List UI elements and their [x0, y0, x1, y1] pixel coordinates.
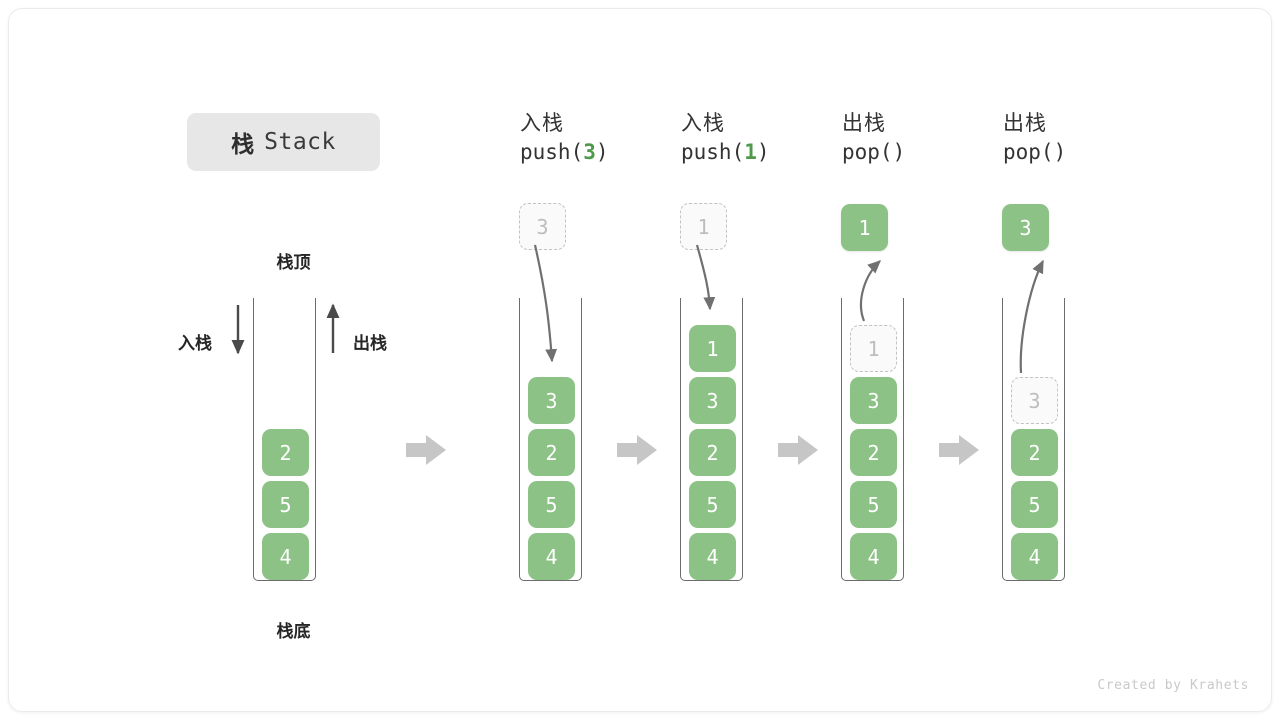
code-suffix: ) [892, 140, 906, 164]
code-prefix: pop( [842, 140, 893, 164]
code-prefix: push( [520, 140, 584, 164]
column-header-code: pop() [842, 137, 905, 167]
stack-cell: 5 [262, 481, 309, 528]
column-header-cn: 入栈 [681, 111, 725, 135]
stack-cell: 5 [1011, 481, 1058, 528]
stack-cell: 2 [262, 429, 309, 476]
stack-cell: 5 [689, 481, 736, 528]
column-header-code: push(1) [681, 137, 770, 167]
stack-cell: 4 [689, 533, 736, 580]
column-header-code: pop() [1003, 137, 1066, 167]
stack-cell: 2 [850, 429, 897, 476]
step-arrow-3 [778, 435, 818, 465]
column-header-pop-1: 出栈 pop() [842, 109, 905, 167]
stack-cell: 4 [262, 533, 309, 580]
code-suffix: ) [756, 140, 770, 164]
diagram-title-cn: 栈 [231, 132, 256, 158]
code-suffix: ) [595, 140, 609, 164]
stack-cell: 4 [528, 533, 575, 580]
stack-cell: 3 [528, 377, 575, 424]
stack-vessel-initial: 2 5 4 [253, 298, 316, 581]
stack-cell: 2 [1011, 429, 1058, 476]
removed-ghost-cell: 3 [1011, 377, 1058, 424]
stack-cell: 3 [850, 377, 897, 424]
column-header-code: push(3) [520, 137, 609, 167]
diagram-title-pill: 栈 Stack [187, 113, 380, 171]
step-arrow-2 [617, 435, 657, 465]
stack-vessel-push-1: 1 3 2 5 4 [680, 298, 743, 581]
stack-vessel-pop-1: 1 3 2 5 4 [841, 298, 904, 581]
stack-cell: 2 [689, 429, 736, 476]
code-suffix: ) [1053, 140, 1067, 164]
incoming-ghost-cell: 3 [519, 203, 566, 250]
column-header-cn: 出栈 [1003, 111, 1047, 135]
column-header-pop-3: 出栈 pop() [1003, 109, 1066, 167]
column-header-push-3: 入栈 push(3) [520, 109, 609, 167]
stack-cell: 1 [689, 325, 736, 372]
column-header-cn: 入栈 [520, 111, 564, 135]
push-direction-label: 入栈 [178, 334, 212, 354]
stack-cell: 5 [850, 481, 897, 528]
diagram-title-en: Stack [264, 129, 336, 155]
stack-top-label: 栈顶 [276, 253, 311, 273]
column-header-cn: 出栈 [842, 111, 886, 135]
credit-text: Created by Krahets [1097, 678, 1249, 693]
incoming-ghost-cell: 1 [680, 203, 727, 250]
code-prefix: pop( [1003, 140, 1054, 164]
code-arg: 3 [583, 140, 596, 164]
code-prefix: push( [681, 140, 745, 164]
step-arrow-4 [939, 435, 979, 465]
pop-direction-label: 出栈 [353, 334, 387, 354]
stack-bottom-label: 栈底 [276, 622, 311, 642]
stack-cell: 2 [528, 429, 575, 476]
stack-cell: 4 [1011, 533, 1058, 580]
removed-ghost-cell: 1 [850, 325, 897, 372]
step-arrow-1 [406, 435, 446, 465]
popped-cell: 3 [1002, 204, 1049, 251]
stack-cell: 3 [689, 377, 736, 424]
diagram-canvas: 栈 Stack 栈顶 栈底 入栈 出栈 入栈 push(3) 入栈 push(1… [8, 8, 1272, 712]
stack-vessel-push-3: 3 2 5 4 [519, 298, 582, 581]
stack-vessel-pop-3: 3 2 5 4 [1002, 298, 1065, 581]
stack-cell: 5 [528, 481, 575, 528]
stack-cell: 4 [850, 533, 897, 580]
code-arg: 1 [744, 140, 757, 164]
column-header-push-1: 入栈 push(1) [681, 109, 770, 167]
popped-cell: 1 [841, 204, 888, 251]
